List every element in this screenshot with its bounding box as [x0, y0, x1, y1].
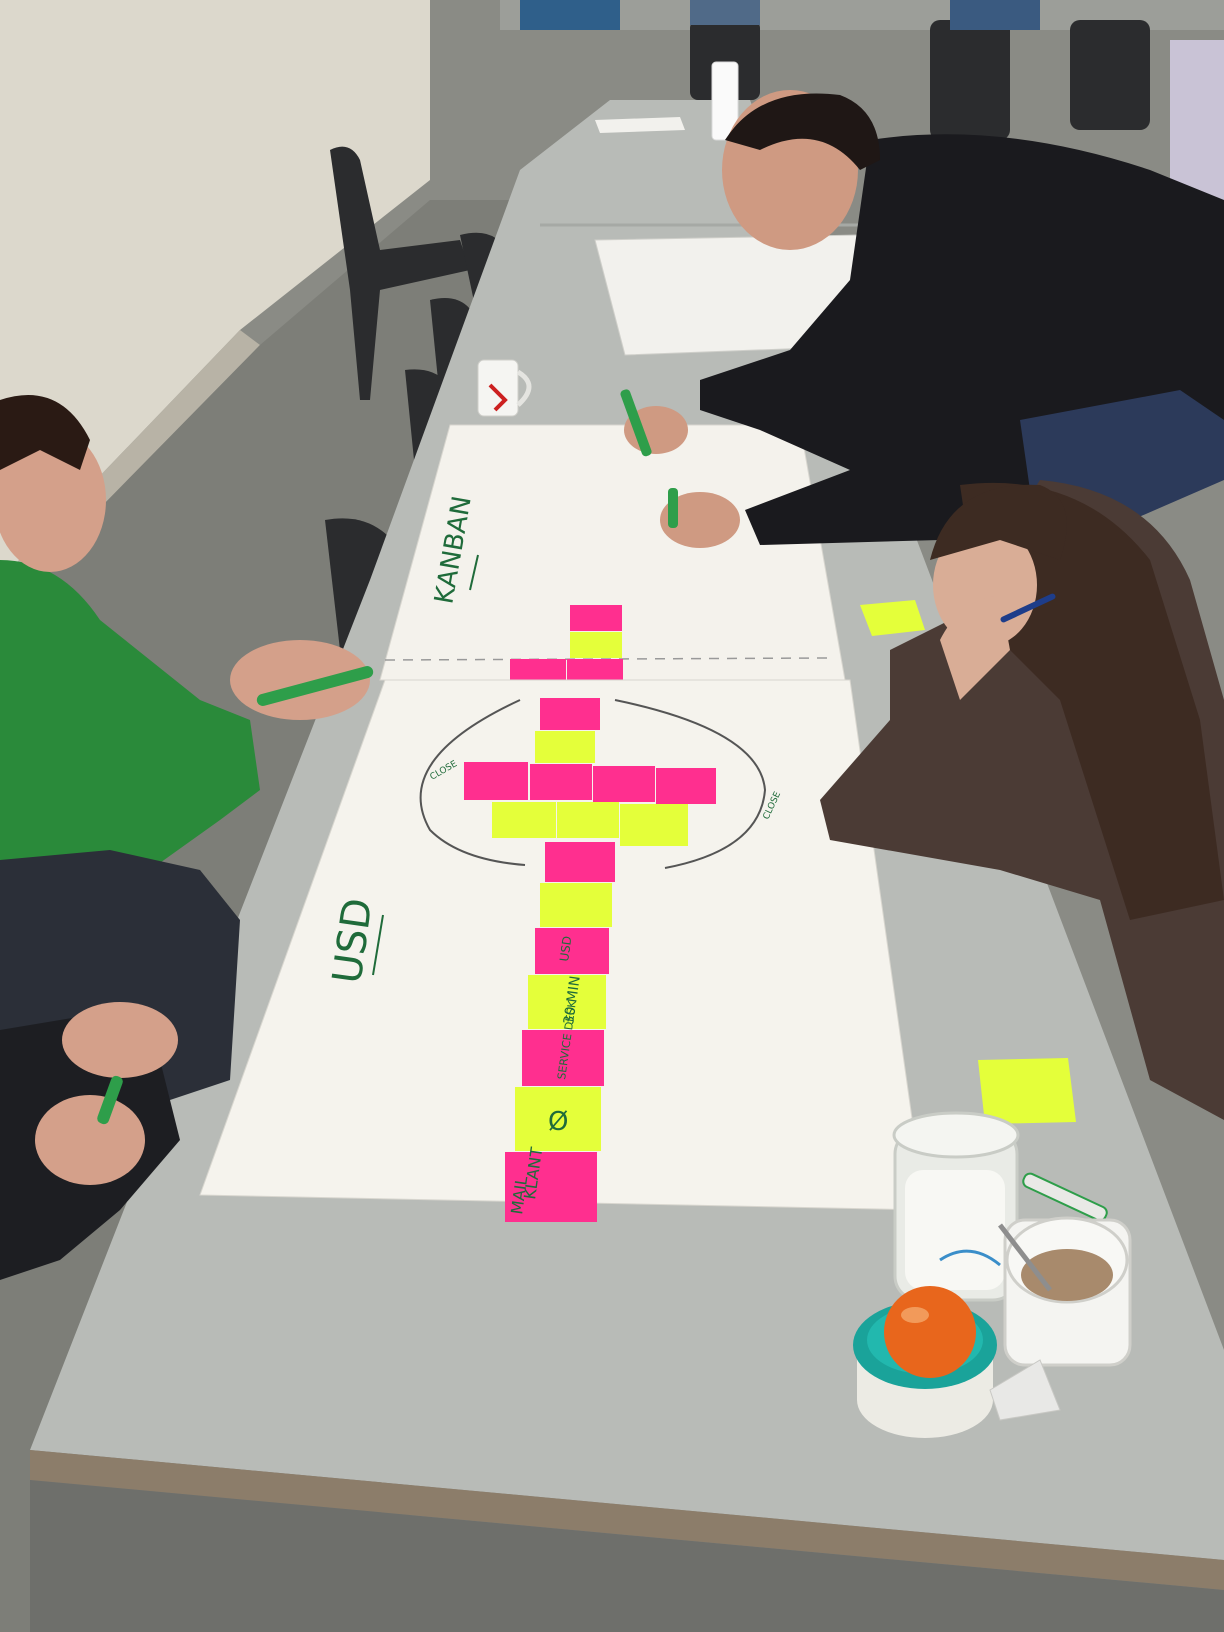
- table-shadow: [30, 1480, 1224, 1632]
- person-brown-sweater: [820, 480, 1224, 1120]
- sticky-note-cross: [464, 698, 716, 1222]
- tangerine: [884, 1286, 976, 1378]
- small-yellow-note-upper: [860, 600, 925, 636]
- white-mug-upper: [477, 359, 532, 417]
- left-arc: [419, 699, 526, 866]
- person-black-sweater: [620, 90, 1224, 561]
- note-usd: USD: [557, 935, 574, 962]
- table-edge: [30, 1450, 1224, 1590]
- loose-yellow-sticky-note: [978, 1058, 1076, 1124]
- background-people: [520, 0, 1224, 210]
- plastic-cup: [892, 1111, 1020, 1302]
- left-wall: [0, 0, 430, 580]
- green-marker-table: [1022, 1172, 1108, 1222]
- usd-underline: [372, 914, 384, 976]
- paper-note: [595, 117, 685, 133]
- upper-sticky-notes: [510, 605, 623, 681]
- coffee-mug: [998, 1216, 1132, 1367]
- person-green-sweater: [0, 395, 374, 1110]
- tangerine-container: [853, 1286, 997, 1438]
- right-arc: [614, 699, 767, 869]
- note-30-min: 30 MIN: [561, 975, 584, 1026]
- kanban-underline: [469, 554, 479, 591]
- hands-with-marker: [0, 1002, 180, 1280]
- wrapper: [989, 1359, 1061, 1421]
- note-empty-set: Ø: [548, 1107, 568, 1137]
